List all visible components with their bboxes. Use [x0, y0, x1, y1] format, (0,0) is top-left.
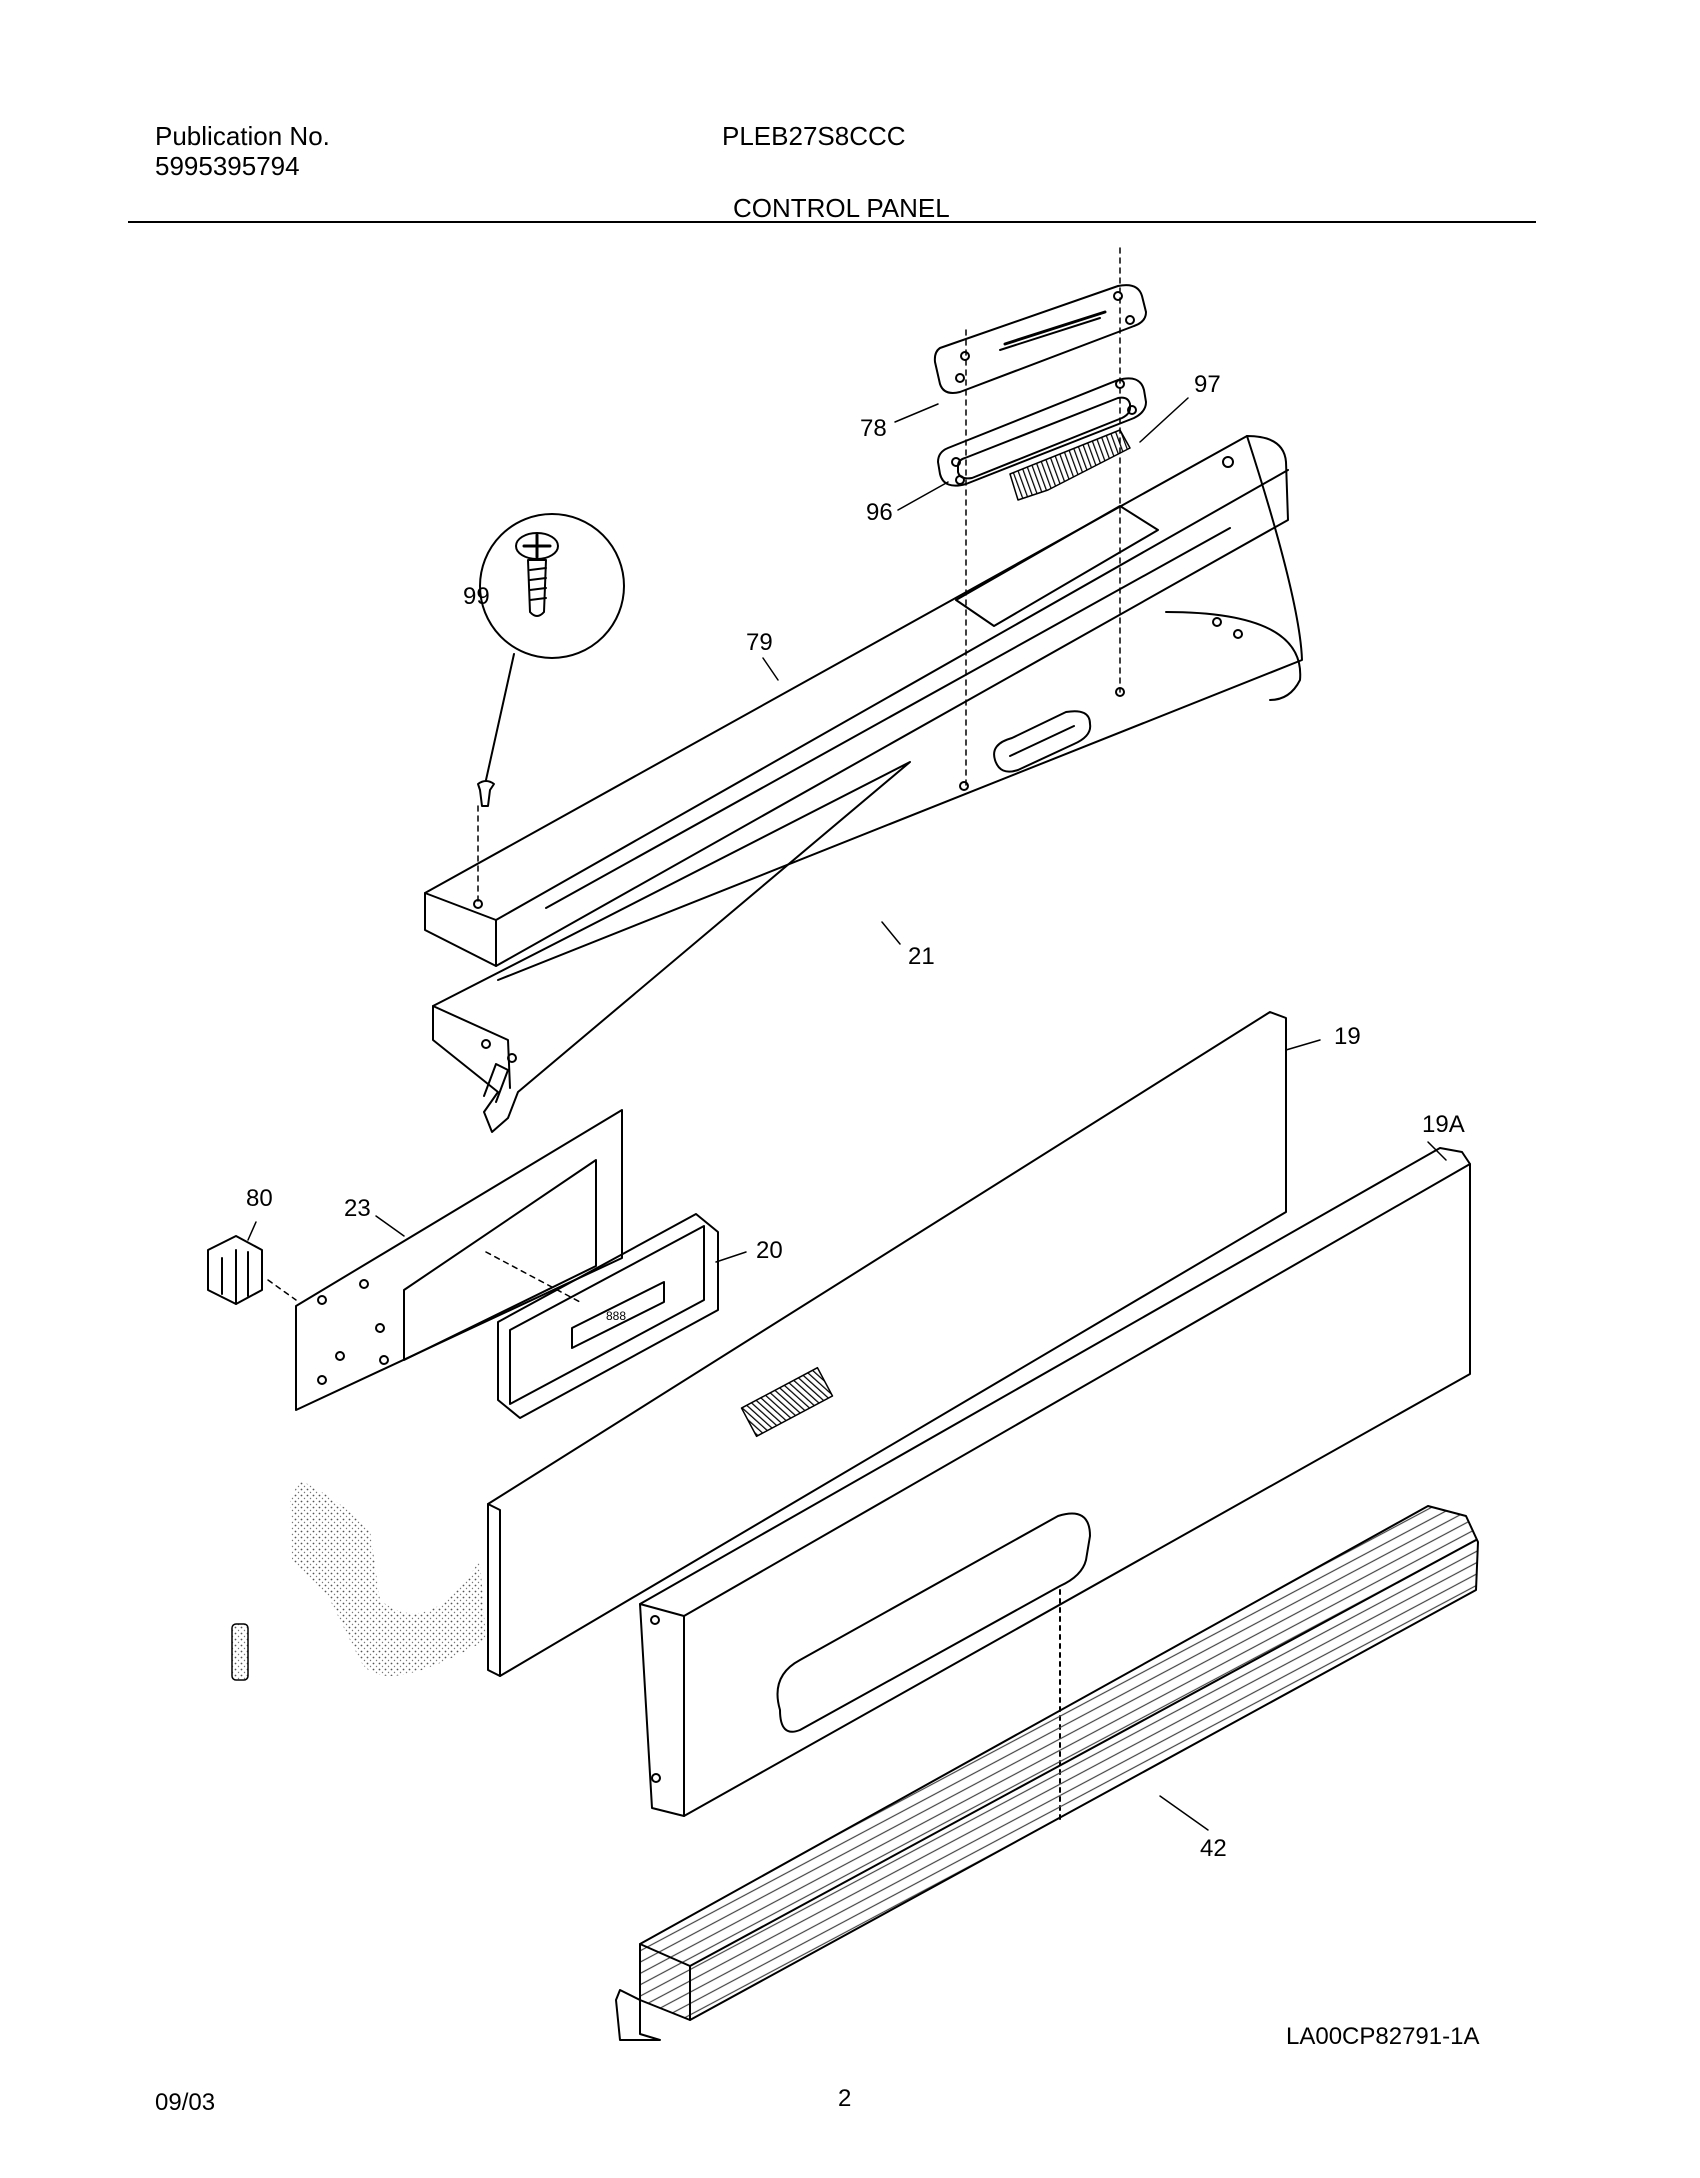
callout-96: 96 — [866, 499, 893, 526]
callout-19: 19 — [1334, 1023, 1361, 1050]
callout-99: 99 — [463, 583, 490, 610]
callout-20: 20 — [756, 1237, 783, 1264]
part-80-connector — [207, 1235, 263, 1305]
leader-lines — [247, 397, 1447, 1831]
callout-79: 79 — [746, 629, 773, 656]
part-21-channel — [432, 761, 911, 1133]
page-number: 2 — [838, 2085, 852, 2112]
part-42-vent-grille — [615, 1505, 1479, 2041]
callout-21: 21 — [908, 943, 935, 970]
part-97-overlay — [1009, 429, 1131, 501]
footer-date: 09/03 — [155, 2089, 216, 2116]
svg-text:888: 888 — [606, 1309, 626, 1323]
callout-42: 42 — [1200, 1835, 1227, 1862]
model-number: PLEB27S8CCC — [722, 121, 906, 151]
callout-19A: 19A — [1422, 1111, 1465, 1138]
part-23-bracket — [295, 1109, 623, 1411]
callout-80: 80 — [246, 1185, 273, 1212]
part-99-screw-detail — [477, 513, 625, 807]
callout-78: 78 — [860, 415, 887, 442]
drawing-code: LA00CP82791-1A — [1286, 2023, 1480, 2050]
header-rule — [128, 221, 1536, 223]
ribbon-cable — [231, 1480, 486, 1681]
alignment-lines — [267, 247, 1121, 1303]
publication-label: Publication No. — [155, 121, 330, 151]
part-20-oven-control: 888 — [497, 1213, 719, 1419]
part-19-glass-panel — [487, 1011, 1287, 1677]
part-78-trim-cover — [933, 284, 1147, 394]
callout-97: 97 — [1194, 371, 1221, 398]
publication-number: 5995395794 — [155, 151, 300, 181]
part-79-panel-housing — [424, 435, 1303, 981]
section-title: CONTROL PANEL — [733, 193, 950, 223]
callout-23: 23 — [344, 1195, 371, 1222]
